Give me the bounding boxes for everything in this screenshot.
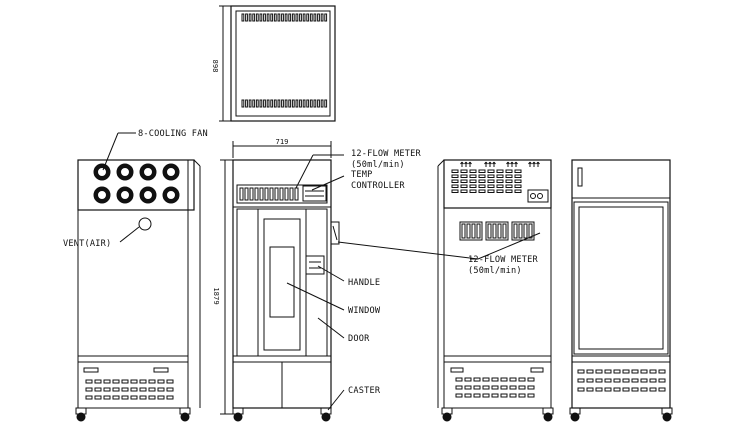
flow-meter-icon [502,223,507,239]
fan-side-bottom-vents [85,379,174,400]
flow-meter-icon [487,223,492,239]
depth-dimension: 898 [211,60,220,73]
flow-meter-icon [497,223,502,239]
caster-icon [441,407,554,422]
door-label: DOOR [348,334,370,344]
flow-meter-icon [492,223,497,239]
flow-meter-right-sub-label: (50ml/min) [468,266,522,276]
window-label: WINDOW [348,306,381,316]
rear-arrow-marks [460,161,540,167]
height-dimension: 1879 [212,287,221,304]
flow-meter-icon [471,223,476,239]
rear-flow-meters [459,221,535,241]
caster-label: CASTER [348,386,381,396]
width-dimension: 719 [276,137,289,146]
window-panel [269,246,295,318]
flow-meter-icon [239,187,244,201]
front-flow-meters [239,187,299,201]
caster-icon [569,407,673,422]
handle-icon [305,255,325,275]
top-view-lower-slots [241,99,328,108]
flow-meter-right-label: 12-FLOW METER [468,255,538,265]
flow-meter-icon [466,223,471,239]
flow-meter-top-sub-label: (50ml/min) [351,160,405,170]
top-view-upper-slots [241,13,328,22]
flow-meter-icon [523,223,528,239]
flow-meter-icon [518,223,523,239]
temp-controller-label: TEMP [351,170,373,180]
cooling-fan-label: 8-COOLING FAN [138,129,208,139]
top-view: 898 [211,5,336,122]
handle-label: HANDLE [348,278,380,288]
flow-meter-icon [249,187,254,201]
flow-meter-icon [274,187,279,201]
front-view: 719 1879 [212,137,345,422]
temp-controller-panel [302,185,327,202]
flow-meter-icon [461,223,466,239]
fan-side-view [75,132,201,422]
flow-meter-top-label: 12-FLOW METER [351,149,421,159]
rear-bottom-vents [455,377,535,398]
caster-icon [232,407,332,422]
vent-icon [138,217,152,231]
flow-meter-icon [254,187,259,201]
glass-door-view [569,159,673,422]
glass-door-view-vents [577,369,666,392]
flow-meter-icon [244,187,249,201]
flow-meter-icon [528,223,533,239]
flow-meter-icon [279,187,284,201]
flow-meter-icon [264,187,269,201]
vent-label: VENT(AIR) [63,239,111,249]
flow-meter-icon [289,187,294,201]
flow-meter-icon [476,223,481,239]
flow-meter-icon [259,187,264,201]
door-panel [236,208,328,357]
flow-meter-icon [513,223,518,239]
rear-view [337,159,554,422]
temp-controller-sub-label: CONTROLLER [351,181,405,191]
rear-top-vents [451,169,522,193]
flow-meter-icon [294,187,299,201]
caster-icon [75,407,191,422]
cooling-fans [93,163,180,204]
flow-meter-icon [269,187,274,201]
flow-meter-icon [284,187,289,201]
